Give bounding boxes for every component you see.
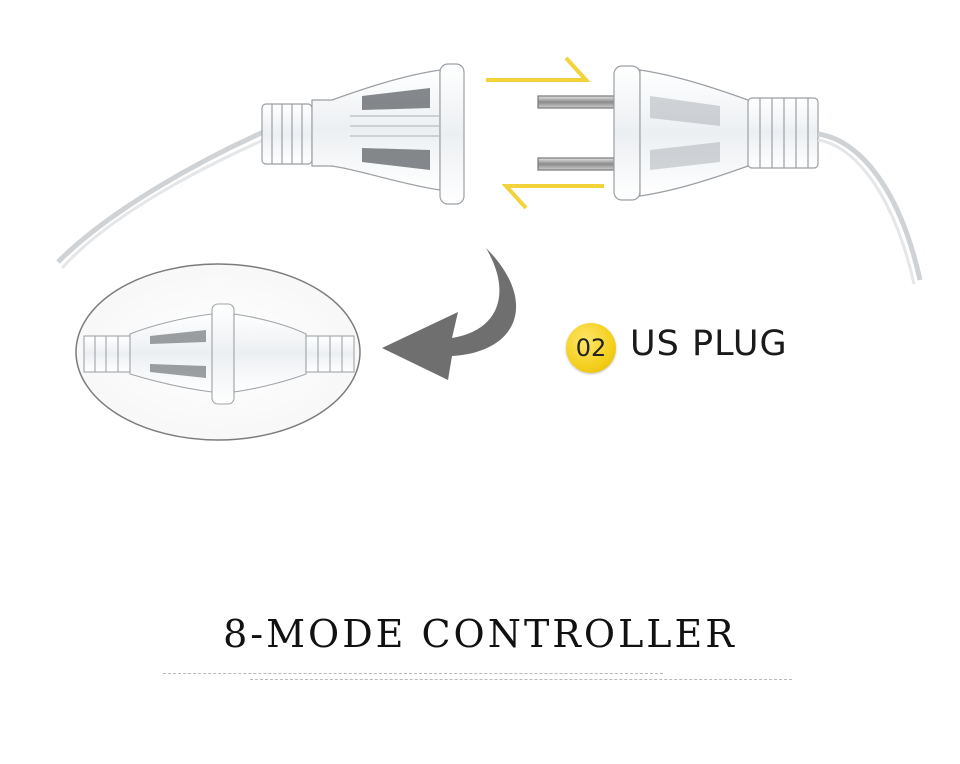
title-divider-secondary bbox=[250, 679, 792, 680]
plug-type-label: US PLUG bbox=[630, 324, 788, 364]
section-title: 8-MODE CONTROLLER bbox=[223, 612, 737, 656]
curved-arrow-icon bbox=[382, 248, 517, 380]
right-cable bbox=[817, 131, 923, 285]
connected-plug-closeup bbox=[75, 263, 361, 441]
title-divider bbox=[163, 673, 663, 674]
step-number-badge: 02 bbox=[566, 323, 616, 373]
female-plug bbox=[261, 63, 465, 205]
male-plug bbox=[537, 65, 819, 201]
double-arrow-icon bbox=[486, 56, 604, 210]
left-cable bbox=[56, 127, 270, 270]
